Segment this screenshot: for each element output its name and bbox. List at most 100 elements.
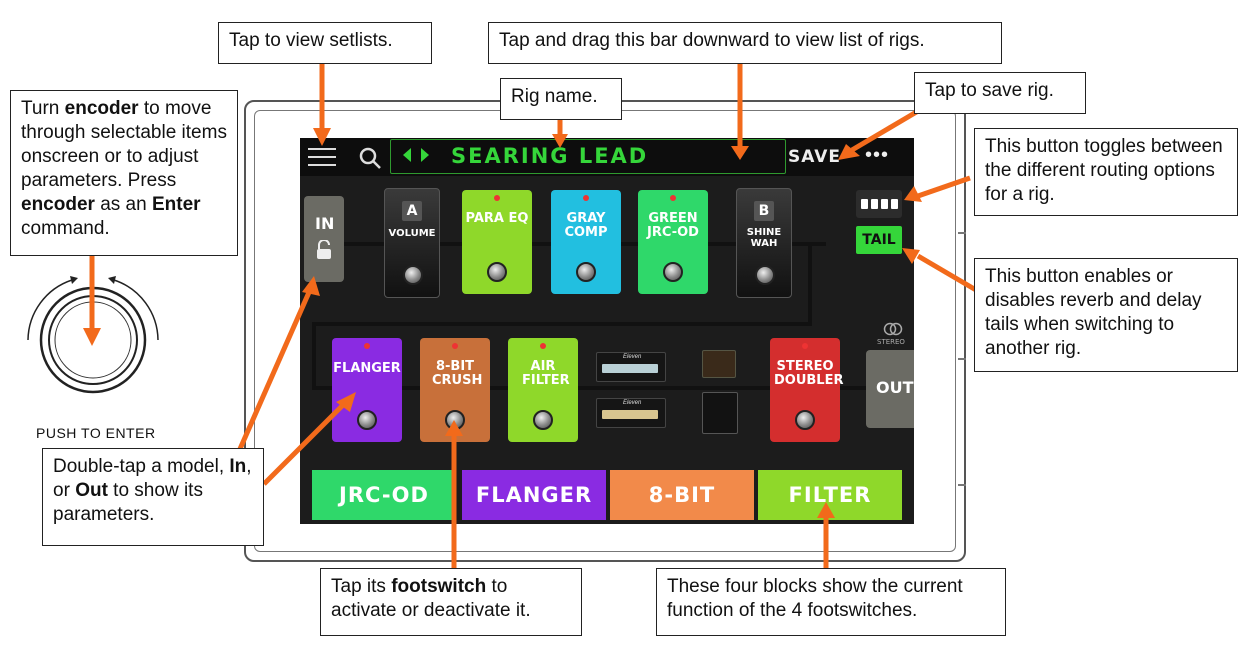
amp-head-1[interactable]: Eleven — [596, 352, 666, 382]
callout-routing: This button toggles between the differen… — [974, 128, 1238, 216]
callout-text: Tap to view setlists. — [229, 30, 393, 51]
more-options-icon[interactable]: ••• — [865, 144, 890, 166]
footswitch-icon[interactable] — [357, 410, 377, 430]
led-indicator — [540, 343, 546, 349]
led-indicator — [364, 343, 370, 349]
rig-name-bar[interactable]: SEARING LEAD — [390, 139, 786, 174]
frame-marker — [958, 484, 966, 486]
callout-text: Tap and drag this bar downward to view l… — [499, 30, 925, 51]
pedal-label: FLANGER — [333, 361, 401, 376]
lock-icon — [317, 240, 331, 259]
callout-bold: footswitch — [391, 576, 487, 597]
pedal-label: PARA EQ — [465, 211, 529, 226]
callout-rig-name: Rig name. — [500, 78, 622, 120]
routing-button[interactable] — [856, 190, 902, 218]
footswitch-icon[interactable] — [576, 262, 596, 282]
pedal-gray-comp[interactable]: GRAY COMP — [551, 190, 621, 294]
callout-text: These four blocks show the current funct… — [667, 576, 963, 621]
pedal-shine-wah[interactable]: B SHINE WAH — [736, 188, 792, 298]
footswitch-icon[interactable] — [533, 410, 553, 430]
setlists-menu-icon[interactable] — [308, 146, 336, 168]
stereo-icon — [883, 322, 903, 336]
signal-cable — [312, 322, 812, 326]
out-label: OUT — [876, 378, 914, 397]
callout-encoder: Turn encoder to move through selectable … — [10, 90, 238, 256]
signal-cable — [312, 322, 316, 388]
callout-save: Tap to save rig. — [914, 72, 1086, 114]
footswitch-label-1[interactable]: JRC-OD — [312, 470, 456, 520]
pedal-label: 8-BIT CRUSH — [432, 359, 483, 388]
callout-four-blocks: These four blocks show the current funct… — [656, 568, 1006, 636]
led-indicator — [583, 195, 589, 201]
top-bar: SEARING LEAD SAVE ••• — [300, 138, 914, 176]
callout-text: Rig name. — [511, 86, 598, 107]
push-to-enter-label: PUSH TO ENTER — [36, 425, 156, 441]
callout-text: This button enables or disables reverb a… — [985, 266, 1202, 359]
footswitch-icon[interactable] — [795, 410, 815, 430]
led-indicator — [452, 343, 458, 349]
pedal-green-jrc-od[interactable]: GREEN JRC-OD — [638, 190, 708, 294]
footswitch-icon[interactable] — [403, 265, 423, 285]
footswitch-label-4[interactable]: FILTER — [758, 470, 902, 520]
save-button[interactable]: SAVE — [788, 147, 842, 167]
callout-text: to move through selectable items onscree… — [21, 98, 227, 191]
callout-text: to activate or deactivate it. — [331, 576, 531, 621]
callout-bold: Out — [75, 480, 108, 501]
frame-marker — [958, 232, 966, 234]
footswitch-icon[interactable] — [487, 262, 507, 282]
pedal-label: STEREO DOUBLER — [774, 359, 844, 388]
pedal-para-eq[interactable]: PARA EQ — [462, 190, 532, 294]
pedal-label: VOLUME — [388, 228, 436, 239]
frame-marker — [958, 358, 966, 360]
amp-brand: Eleven — [623, 400, 642, 406]
amp-head-2[interactable]: Eleven — [596, 398, 666, 428]
callout-text: command. — [21, 218, 110, 239]
output-block[interactable]: OUT — [866, 350, 914, 428]
led-indicator — [802, 343, 808, 349]
callout-text: to show its parameters. — [53, 480, 203, 525]
touch-screen: SEARING LEAD SAVE ••• IN A VOLUME PARA E… — [300, 138, 914, 524]
tail-button[interactable]: TAIL — [856, 226, 902, 254]
tail-label: TAIL — [862, 232, 896, 248]
footswitch-label-text: FILTER — [788, 483, 872, 507]
callout-footswitch: Tap its footswitch to activate or deacti… — [320, 568, 582, 636]
pedal-air-filter[interactable]: AIR FILTER — [508, 338, 578, 442]
callout-bold: Enter — [151, 194, 201, 215]
footswitch-label-text: 8-BIT — [648, 483, 716, 507]
footswitch-icon[interactable] — [663, 262, 683, 282]
pedal-volume[interactable]: A VOLUME — [384, 188, 440, 298]
next-rig-icon[interactable] — [421, 148, 429, 162]
led-indicator — [494, 195, 500, 201]
pedal-badge: B — [754, 201, 774, 221]
amp-combo-1[interactable] — [702, 350, 736, 378]
callout-text: as an — [94, 194, 152, 215]
amp-cab-2[interactable] — [702, 392, 738, 434]
search-icon[interactable] — [358, 146, 382, 170]
footswitch-label-text: FLANGER — [475, 483, 593, 507]
pedal-label: AIR FILTER — [522, 359, 570, 388]
callout-bold: encoder — [64, 98, 139, 119]
callout-text: Double-tap a model, — [53, 456, 230, 477]
pedal-badge: A — [402, 201, 422, 221]
pedal-label: GRAY COMP — [564, 211, 608, 240]
input-block[interactable]: IN — [304, 196, 344, 282]
pedal-label: GREEN JRC-OD — [647, 211, 699, 240]
signal-cable — [312, 386, 872, 390]
footswitch-label-text: JRC-OD — [339, 483, 429, 507]
amp-brand: Eleven — [623, 354, 642, 360]
footswitch-icon[interactable] — [755, 265, 775, 285]
pedal-flanger[interactable]: FLANGER — [332, 338, 402, 442]
stereo-label: STEREO — [877, 338, 905, 346]
pedal-stereo-doubler[interactable]: STEREO DOUBLER — [770, 338, 844, 442]
callout-drag-bar: Tap and drag this bar downward to view l… — [488, 22, 1002, 64]
footswitch-label-2[interactable]: FLANGER — [462, 470, 606, 520]
callout-text: This button toggles between the differen… — [985, 136, 1223, 205]
callout-text: Tap its — [331, 576, 392, 597]
signal-cable — [808, 242, 812, 324]
footswitch-label-3[interactable]: 8-BIT — [610, 470, 754, 520]
callout-bold: In — [229, 456, 247, 477]
callout-text: Turn — [21, 98, 65, 119]
prev-rig-icon[interactable] — [403, 148, 411, 162]
callout-bold: encoder — [21, 194, 95, 215]
